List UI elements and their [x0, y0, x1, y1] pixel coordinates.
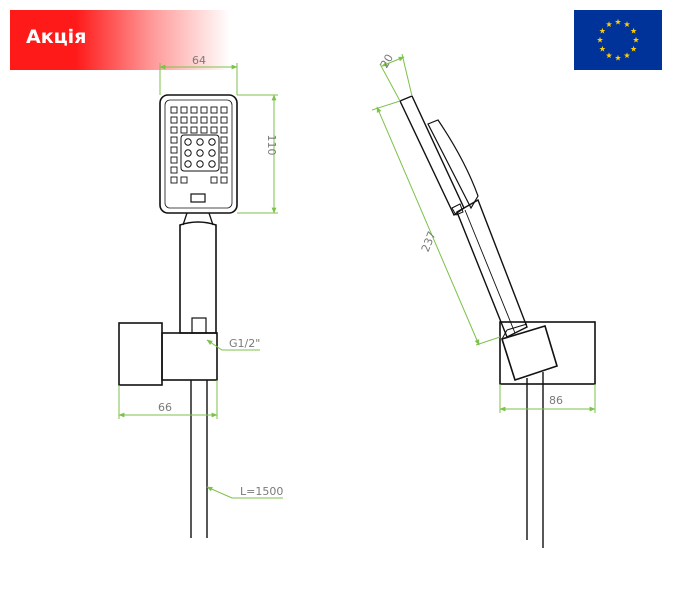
nozzle — [220, 136, 228, 144]
dim-hose-length: L=1500 — [240, 485, 283, 498]
eu-star — [614, 54, 622, 61]
nozzle — [220, 146, 228, 154]
dim-bracket-66: 66 — [158, 401, 172, 414]
nozzle — [170, 176, 178, 184]
center-nozzle — [208, 138, 216, 146]
dim-thread-label: G1/2" — [229, 337, 260, 350]
bracket-side — [499, 321, 596, 385]
nozzle — [180, 116, 188, 124]
center-nozzle — [184, 160, 192, 168]
side-view — [399, 95, 596, 548]
nozzle — [220, 156, 228, 164]
center-nozzle — [184, 138, 192, 146]
handle-front — [179, 221, 217, 334]
eu-star — [623, 21, 631, 27]
eu-star — [605, 21, 613, 27]
nozzle — [220, 176, 228, 184]
eu-star — [614, 18, 622, 25]
center-nozzle — [208, 160, 216, 168]
nozzle — [170, 116, 178, 124]
shower-head-front — [159, 94, 238, 214]
center-nozzle — [196, 138, 204, 146]
nozzle — [220, 106, 228, 114]
handle-side — [456, 198, 528, 338]
dim-bracket-86: 86 — [549, 394, 563, 407]
nozzle — [170, 106, 178, 114]
promo-label: Акція — [26, 26, 87, 48]
nozzle — [210, 106, 218, 114]
eu-star — [596, 36, 604, 43]
nozzle — [170, 146, 178, 154]
promo-banner: Акція — [10, 10, 230, 70]
dim-length-237: 237 — [419, 230, 439, 254]
eu-flag-icon — [574, 10, 662, 70]
dim-height-110: 110 — [265, 135, 278, 156]
nozzle — [220, 126, 228, 134]
nozzle — [210, 126, 218, 134]
nozzle — [200, 116, 208, 124]
eu-star — [599, 45, 606, 52]
nozzle — [170, 136, 178, 144]
eu-star — [630, 45, 637, 52]
center-nozzle — [196, 160, 204, 168]
nozzle — [210, 176, 218, 184]
nozzle — [200, 126, 208, 134]
eu-star — [632, 36, 640, 43]
eu-star — [630, 27, 637, 34]
nozzle — [180, 176, 188, 184]
dim-width-64: 64 — [192, 54, 206, 67]
shower-head-side — [399, 95, 465, 217]
nozzle — [170, 156, 178, 164]
nozzle — [190, 106, 198, 114]
nozzle — [170, 166, 178, 174]
dim-thickness-20: 20 — [378, 52, 396, 71]
nozzle — [220, 116, 228, 124]
nozzle — [190, 126, 198, 134]
eu-star — [623, 52, 631, 59]
nozzle — [220, 166, 228, 174]
nozzle — [180, 106, 188, 114]
center-nozzle — [196, 149, 204, 157]
bracket-front — [118, 322, 163, 386]
eu-star — [599, 27, 606, 34]
nozzle — [210, 116, 218, 124]
nozzle — [180, 126, 188, 134]
nozzle — [190, 116, 198, 124]
nozzle — [200, 106, 208, 114]
front-view — [118, 94, 238, 538]
nozzle — [170, 126, 178, 134]
eu-star — [605, 52, 613, 59]
center-nozzle — [184, 149, 192, 157]
center-nozzle — [208, 149, 216, 157]
